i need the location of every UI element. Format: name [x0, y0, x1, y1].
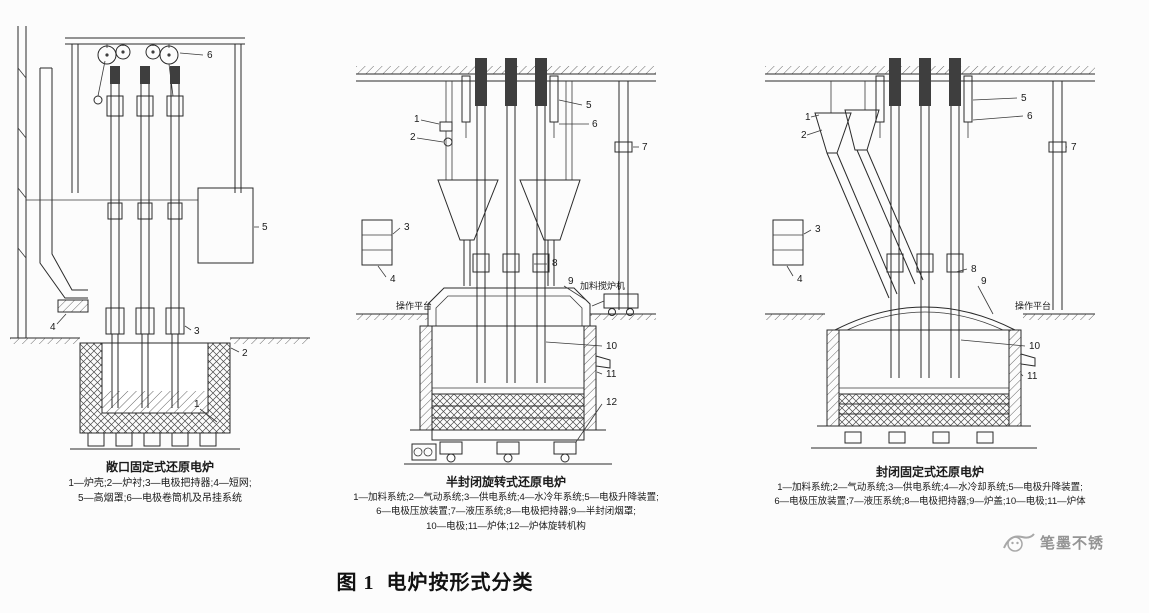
callout-2: 2: [801, 130, 807, 141]
callout-3: 3: [404, 222, 410, 233]
electrode-columns: [461, 58, 559, 383]
caption-closed-furnace: 封闭固定式还原电炉 1—加料系统;2—气动系统;3—供电系统;4—水冷却系统;5…: [762, 463, 1098, 510]
callout-4: 4: [50, 322, 56, 333]
platform-annotation: 操作平台: [1015, 300, 1051, 311]
power-supply-cabinet: [361, 219, 393, 266]
gas-pipes: [1048, 81, 1067, 310]
flue-duct: [39, 67, 88, 299]
caption-line: 5—高烟罩;6—电极卷筒机及吊挂系统: [78, 493, 242, 504]
callout-4: 4: [390, 274, 396, 285]
furnace-vessel: [419, 325, 611, 431]
semiclosed-hood: [427, 287, 591, 326]
callout-4: 4: [797, 274, 803, 285]
watermark-text: 笔墨不锈: [1040, 534, 1105, 552]
callout-6: 6: [207, 50, 213, 61]
caption-open-furnace: 敞口固定式还原电炉 1—炉壳;2—炉衬;3—电极把持器;4—短网; 5—高烟罩;…: [8, 458, 312, 506]
figure-caption: 图 1 电炉按形式分类: [336, 572, 534, 594]
callout-12: 12: [606, 397, 618, 408]
callout-labels: 1 2 3 4 5 6 7 8 9 10 11 12: [377, 99, 648, 443]
callout-3: 3: [815, 224, 821, 235]
callout-5: 5: [262, 222, 268, 233]
diagram-open-fixed-furnace: 1 2 3 4 5 6 敞口固定式还原电炉 1—炉壳;2—炉衬;3—电极把持器;…: [8, 8, 312, 506]
callout-1: 1: [194, 399, 200, 410]
callout-10: 10: [606, 341, 618, 352]
open-furnace-drawing: 1 2 3 4 5 6: [10, 26, 310, 450]
gantry-frame: [26, 37, 245, 201]
callout-9: 9: [568, 276, 574, 287]
caption-line: 6—电极压放装置;7—液压系统;8—电极把持器;9—半封闭烟罩;: [376, 506, 636, 518]
callout-6: 6: [1027, 111, 1033, 122]
callout-2: 2: [410, 132, 416, 143]
charging-machine: 加料搅炉机: [580, 280, 639, 316]
left-wall-column: [17, 26, 27, 338]
furnace-cover-dome: [829, 306, 1021, 331]
rotation-mechanism: [404, 429, 612, 465]
caption-line: 6—电极压放装置;7—液压系统;8—电极把持器;9—炉盖;10—电极;11—炉体: [774, 496, 1086, 508]
short-net: [57, 299, 89, 313]
callout-1: 1: [805, 112, 811, 123]
callout-10: 10: [1029, 341, 1041, 352]
callout-9: 9: [981, 276, 987, 287]
pneumatic-fittings: [439, 81, 573, 180]
diagram-title: 敞口固定式还原电炉: [105, 460, 214, 474]
diagram-title: 半封闭旋转式还原电炉: [445, 475, 566, 489]
gas-pipes: [614, 81, 633, 310]
callout-labels: 1 2 3 4 5 6 7 8 9 10 11: [786, 93, 1077, 382]
diagram-closed-fixed-furnace: 操作平台 1 2 3: [762, 58, 1098, 510]
semiclosed-furnace-drawing: 操作平台 加料搅炉机: [356, 58, 656, 465]
callout-5: 5: [1021, 93, 1027, 104]
caption-line: 1—炉壳;2—炉衬;3—电极把持器;4—短网;: [68, 478, 252, 489]
callout-5: 5: [586, 100, 592, 111]
callout-1: 1: [414, 114, 420, 125]
cooling-cabinet: [772, 219, 804, 266]
callout-labels: 1 2 3 4 5 6: [50, 50, 268, 423]
platform-annotation: 操作平台: [396, 300, 432, 311]
caption-line: 10—电极;11—炉体;12—炉体旋转机构: [426, 520, 586, 532]
operating-platform: 操作平台: [765, 300, 1095, 320]
callout-11: 11: [1027, 371, 1038, 382]
callout-7: 7: [642, 142, 648, 153]
furnace-base: [811, 425, 1037, 449]
callout-8: 8: [552, 258, 558, 269]
closed-furnace-drawing: 操作平台 1 2 3: [765, 58, 1095, 449]
callout-2: 2: [242, 348, 248, 359]
diagram-title: 封闭固定式还原电炉: [875, 465, 984, 479]
watermark: 笔墨不锈: [1002, 528, 1104, 556]
watermark-logo-icon: [1003, 533, 1035, 552]
high-hood-housing: [197, 187, 254, 264]
electrode-columns: [105, 66, 185, 408]
callout-6: 6: [592, 119, 598, 130]
charger-annotation: 加料搅炉机: [580, 280, 625, 291]
charging-tubes: [814, 81, 924, 299]
furnace-vessel: [826, 329, 1036, 427]
electrode-winch-drums: [93, 44, 179, 105]
operating-platform: 操作平台: [356, 300, 656, 320]
electrode-columns: [875, 58, 973, 378]
caption-semiclosed-furnace: 半封闭旋转式还原电炉 1—加料系统;2—气动系统;3—供电系统;4—水冷年系统;…: [352, 473, 660, 534]
caption-line: 1—加料系统;2—气动系统;3—供电系统;4—水冷却系统;5—电极升降装置;: [777, 482, 1083, 493]
charging-funnels: [437, 179, 581, 286]
caption-line: 1—加料系统;2—气动系统;3—供电系统;4—水冷年系统;5—电极升降装置;: [353, 492, 659, 503]
callout-3: 3: [194, 326, 200, 337]
callout-8: 8: [971, 264, 977, 275]
diagram-semiclosed-rotary-furnace: 操作平台 加料搅炉机: [352, 58, 660, 534]
callout-7: 7: [1071, 142, 1077, 153]
callout-11: 11: [606, 369, 617, 380]
furnace-vessel: [10, 337, 310, 450]
